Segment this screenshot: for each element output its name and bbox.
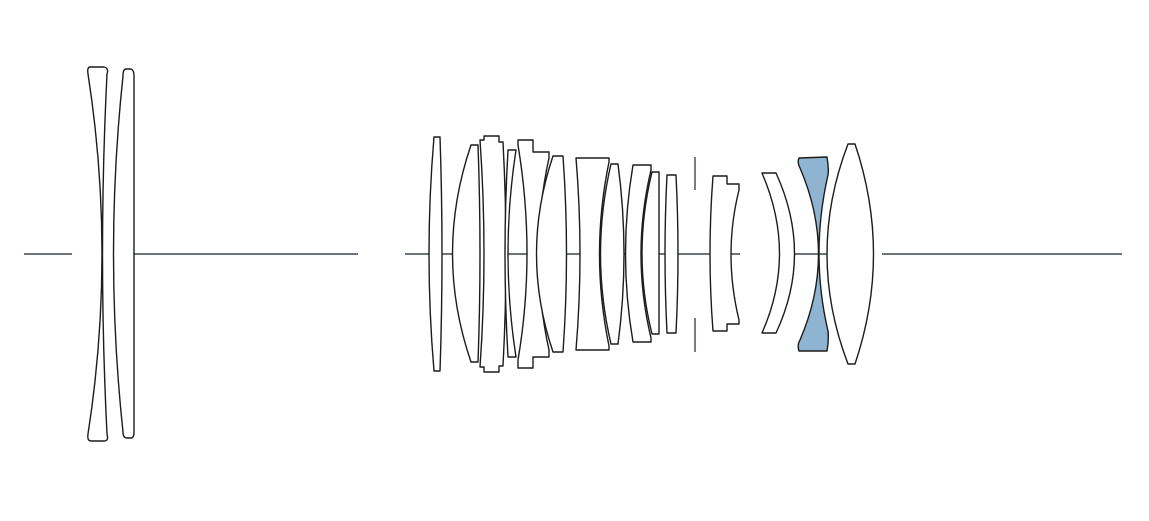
lens-element-1	[87, 66, 109, 442]
lens-element-3	[428, 136, 443, 372]
lens-element-13	[664, 174, 679, 334]
lens-element-6	[504, 149, 517, 358]
lens-element-12	[641, 171, 660, 335]
lens-element-2	[112, 68, 135, 439]
lens-element-8	[535, 155, 568, 353]
front-group	[87, 66, 135, 442]
lens-element-7	[517, 139, 550, 369]
lens-element-19-highlighted	[797, 156, 830, 352]
lens-element-9	[575, 157, 610, 351]
lens-element-20	[826, 143, 875, 365]
lens-element-5	[479, 135, 507, 373]
rear-group	[428, 135, 875, 373]
lens-element-10	[599, 163, 625, 345]
lens-element-15	[761, 172, 796, 334]
lens-element-14	[709, 175, 740, 332]
lens-element-4	[451, 144, 481, 363]
lens-element-11	[624, 164, 652, 343]
